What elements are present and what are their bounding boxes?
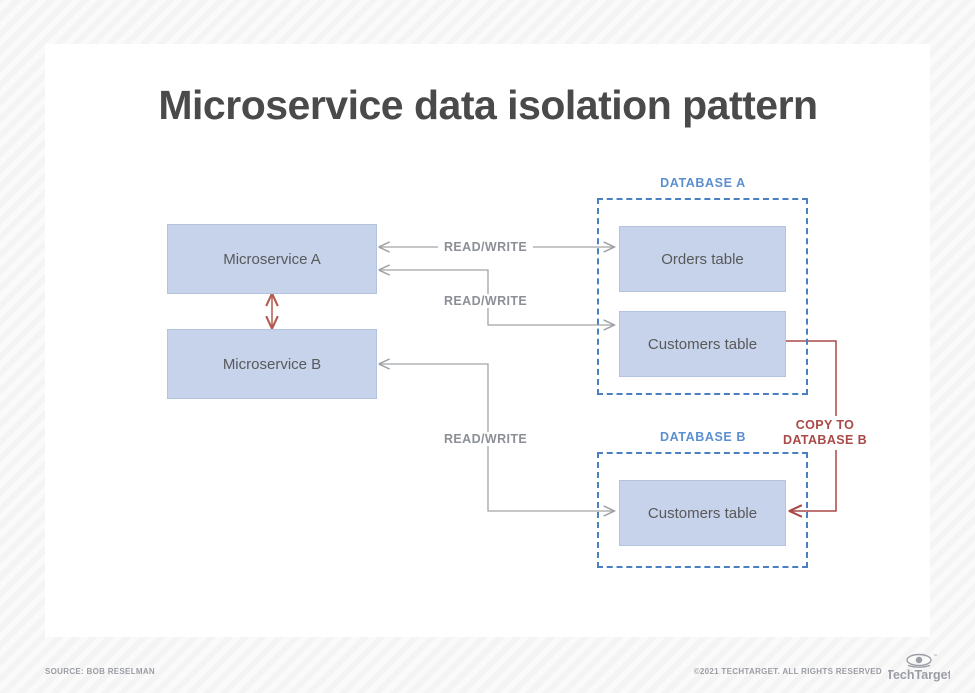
techtarget-logo: ™ TechTarget (888, 653, 950, 682)
copy-label-line-1: COPY TO (795, 418, 855, 432)
page-title: Microservice data isolation pattern (158, 82, 818, 128)
edge-label-read-write-1: READ/WRITE (438, 240, 534, 254)
node-customers-table-b-label: Customers table (647, 504, 758, 522)
node-customers-table-a[interactable]: Customers table (619, 311, 786, 377)
node-orders-table-a-label: Orders table (661, 250, 744, 268)
copyright-notice: ©2021 TECHTARGET. ALL RIGHTS RESERVED (693, 667, 882, 676)
node-microservice-b[interactable]: Microservice B (167, 329, 377, 399)
database-b-label: DATABASE B (659, 430, 747, 444)
node-customers-table-a-label: Customers table (647, 335, 758, 353)
node-microservice-b-label: Microservice B (222, 355, 322, 373)
edge-label-copy-to-database-b: COPY TO DATABASE B (772, 416, 878, 450)
database-a-frame (597, 198, 808, 395)
source-credit: SOURCE: BOB RESELMAN (45, 667, 156, 676)
edge-label-read-write-3: READ/WRITE (438, 432, 534, 446)
copy-label-line-2: DATABASE B (782, 433, 868, 447)
edge-label-read-write-2: READ/WRITE (438, 294, 534, 308)
database-b-frame (597, 452, 808, 568)
node-microservice-a[interactable]: Microservice A (167, 224, 377, 294)
node-customers-table-b[interactable]: Customers table (619, 480, 786, 546)
node-microservice-a-label: Microservice A (223, 250, 321, 268)
database-a-label: DATABASE A (660, 176, 746, 190)
eye-icon: ™ (906, 653, 937, 668)
techtarget-wordmark: TechTarget (888, 668, 950, 682)
node-orders-table-a[interactable]: Orders table (619, 226, 786, 292)
svg-text:™: ™ (933, 653, 937, 658)
